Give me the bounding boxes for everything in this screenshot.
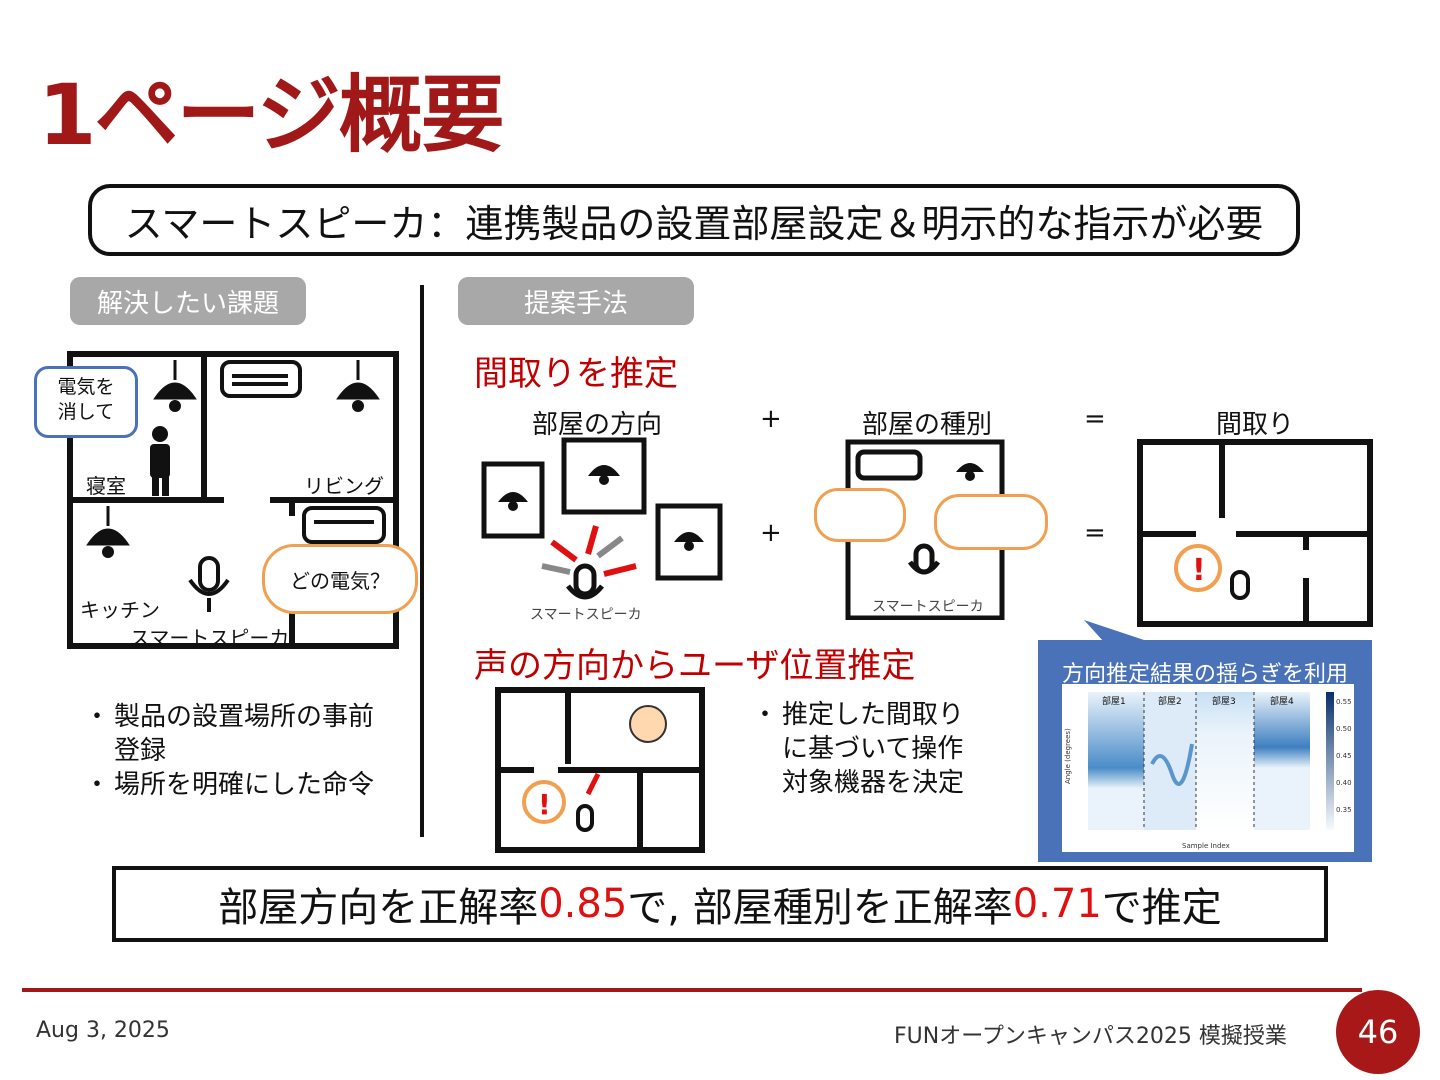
colorbar-tick-2: 0.50 xyxy=(1336,725,1352,733)
equals-sign-1: = xyxy=(1084,404,1106,434)
room-label-living: リビング xyxy=(304,474,384,498)
speaker-label-type: スマートスピーカ xyxy=(872,599,984,615)
plus-sign-1: + xyxy=(760,404,782,434)
page-number-text: 46 xyxy=(1357,1013,1399,1051)
direction-heatmap: 部屋1 部屋2 部屋3 部屋4 Sample Index Angle (degr… xyxy=(1062,684,1354,852)
heading-layout-estimation: 間取りを推定 xyxy=(474,354,678,394)
heatmap-ylabel: Angle (degrees) xyxy=(1064,728,1072,784)
bed-thought-bubble xyxy=(814,488,906,542)
slide-title: 1ページ概要 xyxy=(38,66,505,164)
heatmap-room-1: 部屋1 xyxy=(1102,695,1126,707)
heatmap-graphic: 部屋1 部屋2 部屋3 部屋4 Sample Index Angle (degr… xyxy=(1064,692,1352,850)
speaker-label: スマートスピーカ xyxy=(130,626,290,650)
result-box: 部屋方向を正解率 0.85 で, 部屋種別を正解率 0.71 で推定 xyxy=(112,866,1328,942)
colorbar-tick-5: 0.35 xyxy=(1336,806,1352,814)
problem-bullet-1-text: 製品の設置場所の事前登録 xyxy=(114,702,375,766)
method-bullet: ・ 推定した間取りに基づいて操作対象機器を決定 xyxy=(752,698,992,800)
problem-banner: スマートスピーカ：連携製品の設置部屋設定＆明示的な指示が必要 xyxy=(88,184,1300,256)
result-value-direction: 0.85 xyxy=(538,881,628,927)
question-bubble-text: どの電気？ xyxy=(290,568,390,593)
method-pill: 提案手法 xyxy=(458,277,694,325)
result-text-3: で推定 xyxy=(1101,885,1222,931)
svg-text:!: ! xyxy=(1192,553,1206,588)
user-position-diagram: ! xyxy=(495,687,705,853)
colorbar-tick-3: 0.45 xyxy=(1336,752,1352,760)
colorbar-tick-4: 0.40 xyxy=(1336,779,1352,787)
method-bullet-text: 推定した間取りに基づいて操作対象機器を決定 xyxy=(782,700,965,798)
heatmap-room-4: 部屋4 xyxy=(1270,695,1294,707)
label-room-type: 部屋の種別 xyxy=(862,410,993,440)
result-text-2: で, 部屋種別を正解率 xyxy=(627,885,1013,931)
fluctuation-callout: 方向推定結果の揺らぎを利用 xyxy=(1038,640,1372,862)
label-layout: 間取り xyxy=(1216,410,1295,440)
footer-date: Aug 3, 2025 xyxy=(36,1018,170,1043)
room-label-bedroom: 寝室 xyxy=(86,474,126,498)
room-direction-diagram xyxy=(481,437,723,600)
question-bubble: どの電気？ xyxy=(262,544,418,614)
footer-line xyxy=(22,988,1362,992)
label-room-direction: 部屋の方向 xyxy=(532,410,663,440)
problem-pill: 解決したい課題 xyxy=(70,277,306,325)
heading-user-position: 声の方向からユーザ位置推定 xyxy=(474,646,916,686)
callout-pointer xyxy=(1084,620,1150,642)
page-number: 46 xyxy=(1336,990,1420,1074)
footer-event: FUNオープンキャンパス2025 模擬授業 xyxy=(894,1024,1287,1049)
problem-floorplan xyxy=(67,351,399,649)
problem-banner-text: スマートスピーカ：連携製品の設置部屋設定＆明示的な指示が必要 xyxy=(124,201,1264,246)
problem-bullet-1: ・製品の設置場所の事前登録 xyxy=(84,700,404,768)
layout-result-diagram: ! xyxy=(1137,439,1373,627)
method-pill-label: 提案手法 xyxy=(523,288,628,319)
heatmap-xlabel: Sample Index xyxy=(1182,842,1230,850)
heatmap-room-3: 部屋3 xyxy=(1212,695,1236,707)
result-text-1: 部屋方向を正解率 xyxy=(218,885,539,931)
callout-title: 方向推定結果の揺らぎを利用 xyxy=(1061,662,1348,687)
plus-sign-2: + xyxy=(760,518,782,548)
colorbar-tick-1: 0.55 xyxy=(1336,698,1352,706)
room-label-kitchen: キッチン xyxy=(80,598,160,622)
speaker-label-direction: スマートスピーカ xyxy=(530,607,642,623)
problem-bullet-2-text: 場所を明確にした命令 xyxy=(114,770,375,800)
lamp-icon xyxy=(86,360,380,558)
heatmap-room-2: 部屋2 xyxy=(1158,695,1182,707)
problem-pill-label: 解決したい課題 xyxy=(96,288,279,319)
column-divider xyxy=(420,285,424,837)
svg-text:!: ! xyxy=(538,788,551,821)
result-value-type: 0.71 xyxy=(1012,881,1102,927)
problem-bullets: ・製品の設置場所の事前登録 ・場所を明確にした命令 xyxy=(84,700,404,802)
voice-command-bubble: 電気を 消して xyxy=(34,366,138,438)
problem-bullet-2: ・場所を明確にした命令 xyxy=(84,770,375,800)
equals-sign-2: = xyxy=(1084,518,1106,548)
kitchen-thought-bubble xyxy=(934,494,1048,550)
